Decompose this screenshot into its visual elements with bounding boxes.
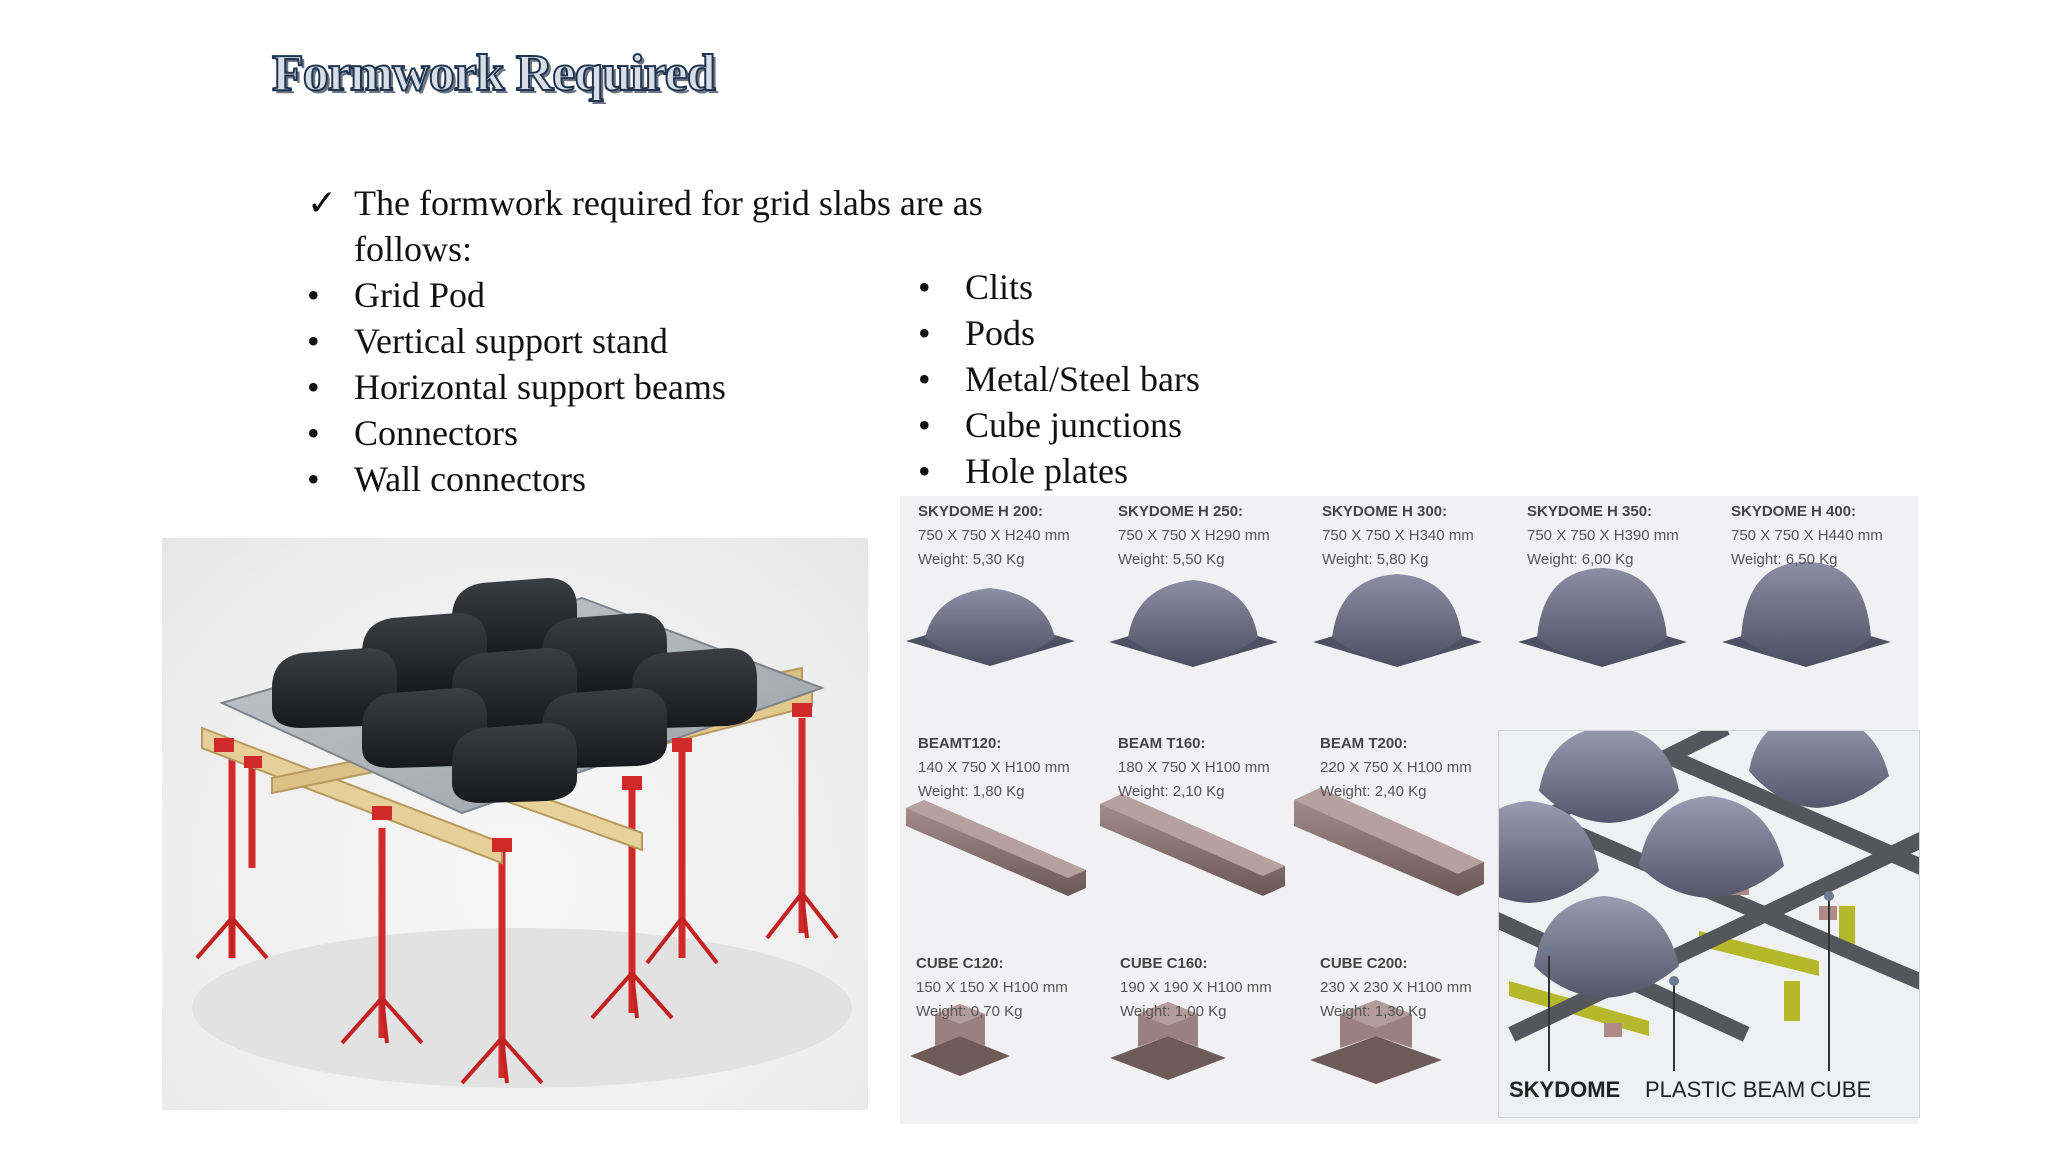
formwork-list-left: ✓ The formwork required for grid slabs ar… <box>307 180 1107 502</box>
spec-name: SKYDOME H 350: <box>1527 503 1653 520</box>
spec-dims: 140 X 750 X H100 mm <box>918 759 1070 776</box>
list-item: • Horizontal support beams <box>307 364 1107 410</box>
list-item: • Pods <box>918 310 1418 356</box>
skydome-spec: SKYDOME H 300: 750 X 750 X H340 mm Weigh… <box>1322 500 1474 572</box>
cube-spec: CUBE C200: 230 X 230 X H100 mm Weight: 1… <box>1320 952 1472 1024</box>
list-item-label: Vertical support stand <box>354 321 668 361</box>
spec-name: SKYDOME H 300: <box>1322 503 1448 520</box>
list-item-label: Horizontal support beams <box>354 367 726 407</box>
spec-dims: 750 X 750 X H340 mm <box>1322 527 1474 544</box>
spec-dims: 750 X 750 X H390 mm <box>1527 527 1679 544</box>
list-item-label: Metal/Steel bars <box>965 359 1200 399</box>
bullet-icon: • <box>307 413 320 453</box>
spec-weight: Weight: 6,00 Kg <box>1527 551 1634 568</box>
spec-weight: Weight: 6,50 Kg <box>1731 551 1838 568</box>
spec-dims: 750 X 750 X H440 mm <box>1731 527 1883 544</box>
spec-weight: Weight: 2,40 Kg <box>1320 783 1427 800</box>
bullet-icon: • <box>918 405 931 445</box>
check-mark-icon: ✓ <box>307 183 338 223</box>
skydome-pods <box>1499 731 1889 998</box>
beam-spec: BEAM T200: 220 X 750 X H100 mm Weight: 2… <box>1320 732 1472 804</box>
bullet-icon: • <box>307 367 320 407</box>
spec-name: SKYDOME H 200: <box>918 503 1044 520</box>
bullet-icon: • <box>918 451 931 491</box>
formwork-illustration <box>162 538 868 1110</box>
list-item-label: Connectors <box>354 413 518 453</box>
spec-name: SKYDOME H 250: <box>1118 503 1244 520</box>
label-leader-lines <box>1548 896 1830 1071</box>
list-item: • Cube junctions <box>918 402 1418 448</box>
formwork-list-right: • Clits • Pods • Metal/Steel bars • Cube jun… <box>918 264 1418 494</box>
prop-heads <box>214 703 812 852</box>
spec-weight: Weight: 1,30 Kg <box>1320 1003 1427 1020</box>
spec-weight: Weight: 5,50 Kg <box>1118 551 1225 568</box>
spec-name: CUBE C120: <box>916 955 1004 972</box>
bullet-icon: • <box>307 275 320 315</box>
list-item-label: Hole plates <box>965 451 1128 491</box>
list-item-label: Cube junctions <box>965 405 1182 445</box>
list-item: • Connectors <box>307 410 1107 456</box>
list-item: • Metal/Steel bars <box>918 356 1418 402</box>
spec-name: SKYDOME H 400: <box>1731 503 1857 520</box>
spec-weight: Weight: 1,80 Kg <box>918 783 1025 800</box>
bullet-icon: • <box>307 459 320 499</box>
spec-dims: 150 X 150 X H100 mm <box>916 979 1068 996</box>
bullet-icon: • <box>918 359 931 399</box>
bullet-icon: • <box>918 313 931 353</box>
plastic-beam-label: PLASTIC BEAM <box>1645 1077 1806 1102</box>
list-item-label: Clits <box>965 267 1034 307</box>
spec-weight: Weight: 0,70 Kg <box>916 1003 1023 1020</box>
list-item: • Wall connectors <box>307 456 1107 502</box>
list-item-label: Wall connectors <box>354 459 587 499</box>
formwork-illustration-drawing <box>192 578 852 1088</box>
spec-weight: Weight: 1,00 Kg <box>1120 1003 1227 1020</box>
bullet-icon: • <box>307 321 320 361</box>
catalog-drawings <box>906 562 1891 1084</box>
skydome-spec: SKYDOME H 200: 750 X 750 X H240 mm Weigh… <box>918 500 1070 572</box>
spec-dims: 190 X 190 X H100 mm <box>1120 979 1272 996</box>
spec-weight: Weight: 2,10 Kg <box>1118 783 1225 800</box>
spec-weight: Weight: 5,80 Kg <box>1322 551 1429 568</box>
assembly-detail: SKYDOME PLASTIC BEAM CUBE <box>1498 730 1920 1118</box>
beam-spec: BEAMT120: 140 X 750 X H100 mm Weight: 1,… <box>918 732 1070 804</box>
cube-spec: CUBE C160: 190 X 190 X H100 mm Weight: 1… <box>1120 952 1272 1024</box>
grid-pods <box>272 578 757 803</box>
beam-spec: BEAM T160: 180 X 750 X H100 mm Weight: 2… <box>1118 732 1270 804</box>
spec-name: BEAM T160: <box>1118 735 1206 752</box>
list-item-label: Pods <box>965 313 1036 353</box>
list-item: • Grid Pod <box>307 272 1107 318</box>
leader-dots <box>1544 891 1834 986</box>
intro-item: ✓ The formwork required for grid slabs ar… <box>307 180 1107 272</box>
slide-title: Formwork Required <box>271 44 717 103</box>
floor-shadow <box>192 928 852 1088</box>
list-item: • Hole plates <box>918 448 1418 494</box>
bullet-icon: • <box>918 267 931 307</box>
spec-dims: 230 X 230 X H100 mm <box>1320 979 1472 996</box>
spec-dims: 750 X 750 X H290 mm <box>1118 527 1270 544</box>
list-item-label: Grid Pod <box>354 275 486 315</box>
tripod-legs <box>195 891 839 1085</box>
spec-name: BEAM T200: <box>1320 735 1408 752</box>
list-item: • Vertical support stand <box>307 318 1107 364</box>
spec-dims: 220 X 750 X H100 mm <box>1320 759 1472 776</box>
list-item: • Clits <box>918 264 1418 310</box>
spec-weight: Weight: 5,30 Kg <box>918 551 1025 568</box>
spec-dims: 180 X 750 X H100 mm <box>1118 759 1270 776</box>
spec-dims: 750 X 750 X H240 mm <box>918 527 1070 544</box>
skydome-label: SKYDOME <box>1509 1077 1621 1102</box>
skydome-spec: SKYDOME H 250: 750 X 750 X H290 mm Weigh… <box>1118 500 1270 572</box>
beam-images <box>906 788 1484 896</box>
skydome-spec: SKYDOME H 400: 750 X 750 X H440 mm Weigh… <box>1731 500 1883 572</box>
cube-spec: CUBE C120: 150 X 150 X H100 mm Weight: 0… <box>916 952 1068 1024</box>
cube-images <box>910 1000 1442 1084</box>
intro-text: The formwork required for grid slabs are… <box>354 183 983 269</box>
skydome-spec: SKYDOME H 350: 750 X 750 X H390 mm Weigh… <box>1527 500 1679 572</box>
spec-name: CUBE C160: <box>1120 955 1208 972</box>
assembly-drawing <box>1499 731 1919 1071</box>
spec-name: BEAMT120: <box>918 735 1002 752</box>
cube-label: CUBE <box>1810 1077 1872 1102</box>
skydome-images <box>906 562 1891 667</box>
spec-name: CUBE C200: <box>1320 955 1408 972</box>
